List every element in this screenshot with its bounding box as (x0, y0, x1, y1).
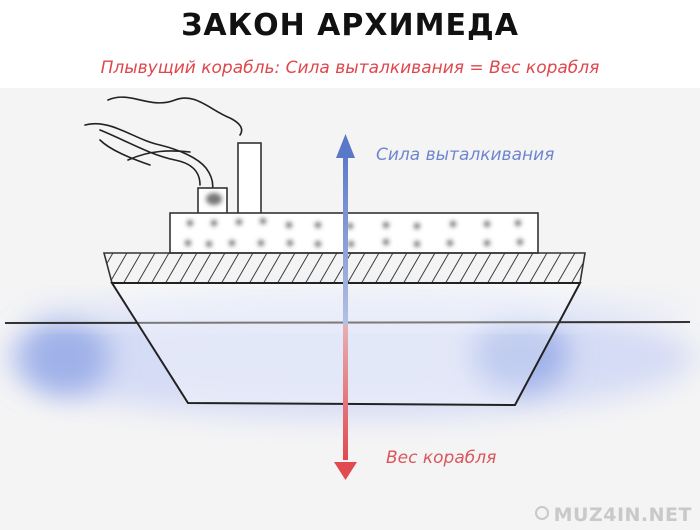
weight-arrow (334, 325, 357, 480)
page-title: ЗАКОН АРХИМЕДА (181, 8, 519, 43)
watermark: MUZ4IN.NET (534, 504, 692, 526)
watermark-text: MUZ4IN.NET (553, 504, 692, 526)
buoyancy-arrow (336, 134, 355, 330)
weight-label: Вес корабля (386, 448, 497, 468)
smoke-scribble (84, 96, 243, 193)
buoyancy-label: Сила выталкивания (376, 145, 555, 165)
short-funnel (197, 187, 228, 216)
portholes (185, 218, 523, 247)
watermark-icon (534, 506, 549, 520)
tall-funnel (237, 142, 262, 215)
superstructure (169, 212, 539, 254)
subtitle: Плывущий корабль: Сила выталкивания = Ве… (100, 58, 600, 78)
